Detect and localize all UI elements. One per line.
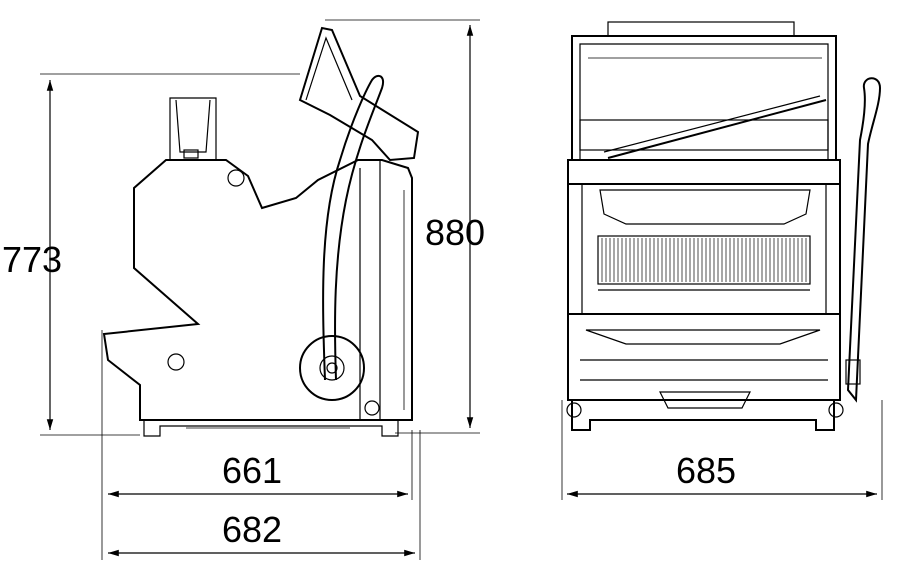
dimension-880: 880 bbox=[325, 19, 485, 434]
bread-slicer-side-drawing bbox=[102, 26, 420, 437]
dimension-773: 773 bbox=[2, 73, 300, 436]
dimension-label-682: 682 bbox=[222, 509, 282, 550]
dimension-label-661: 661 bbox=[222, 450, 282, 491]
front-view: 685 bbox=[561, 21, 883, 500]
dimension-661: 661 bbox=[101, 330, 413, 560]
bread-slicer-front-drawing bbox=[566, 21, 882, 431]
dimension-682: 682 bbox=[108, 430, 421, 560]
dimension-label-773: 773 bbox=[2, 239, 62, 280]
dimension-label-880: 880 bbox=[425, 212, 485, 253]
side-view: 773 880 661 682 bbox=[2, 19, 485, 560]
dimension-label-685: 685 bbox=[676, 450, 736, 491]
slicer-blades bbox=[601, 238, 807, 282]
dimension-685: 685 bbox=[561, 400, 883, 500]
